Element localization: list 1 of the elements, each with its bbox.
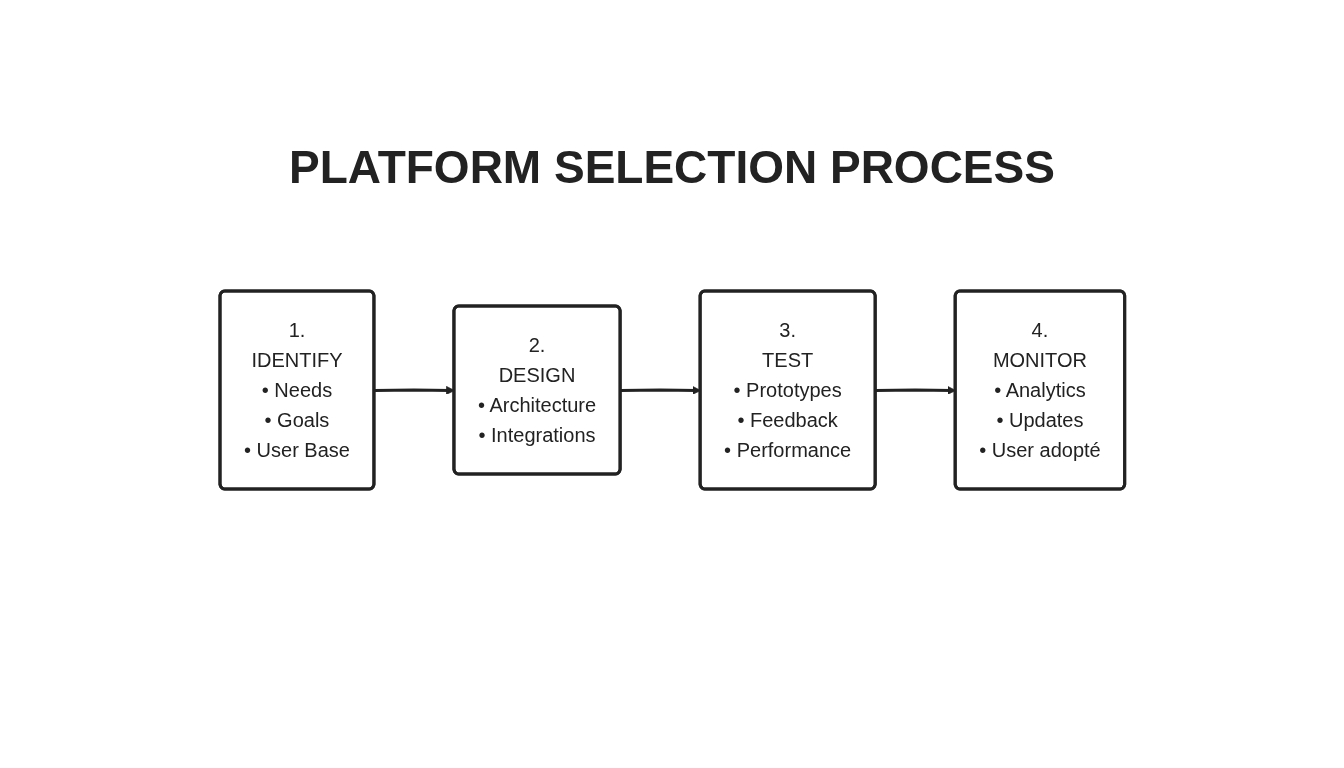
diagram-title: PLATFORM SELECTION PROCESS	[288, 140, 1056, 194]
